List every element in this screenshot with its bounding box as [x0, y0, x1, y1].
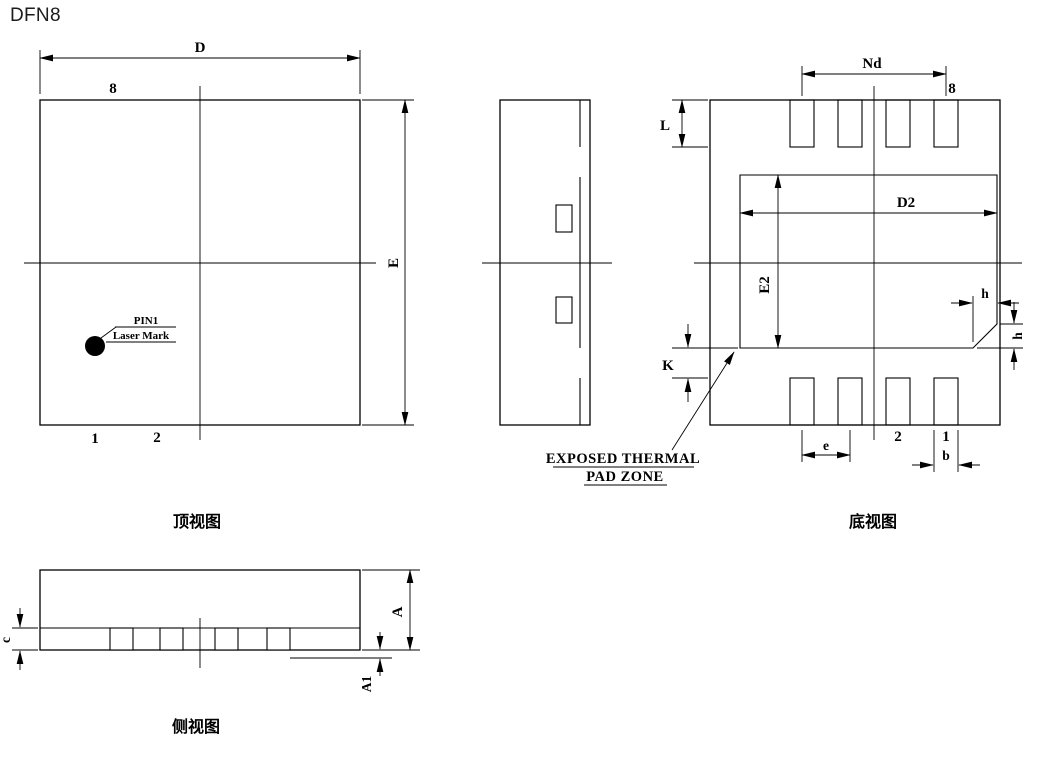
pin1-dot-icon [85, 336, 105, 356]
profile-pin [555, 296, 573, 324]
dimension-D: D [39, 40, 361, 94]
bottom-view: Nd 8 L D2 E2 h [546, 56, 1025, 531]
dim-label-e: e [823, 438, 829, 453]
dim-label-D2: D2 [897, 195, 915, 211]
dimension-A1: A1 [359, 632, 384, 693]
pin1-leader-line [100, 326, 117, 339]
thermal-pad [739, 174, 998, 349]
top-view-caption: 顶视图 [173, 512, 221, 531]
thermal-pad-note: EXPOSED THERMAL PAD ZONE [546, 351, 735, 486]
pin-pad [159, 627, 184, 651]
bottom-view-centerlines [694, 86, 1022, 440]
dimension-c: c [0, 608, 38, 670]
dimension-D2: D2 [739, 195, 998, 217]
pin1-mark-subtitle: Laser Mark [113, 330, 170, 342]
top-view-pin8-number: 8 [109, 81, 117, 97]
dim-label-E2: E2 [757, 276, 773, 294]
bottom-view-pin2-number: 2 [894, 429, 902, 445]
dim-label-E: E [386, 258, 402, 268]
pin-pad [789, 99, 815, 148]
dimension-h-top: h [951, 286, 1019, 342]
thermal-note-line2: PAD ZONE [586, 469, 663, 485]
bottom-view-caption: 底视图 [849, 512, 897, 531]
dim-label-h-top: h [981, 286, 989, 301]
dim-label-A1: A1 [359, 676, 374, 693]
pin-pad [109, 627, 134, 651]
dimension-K: K [662, 324, 738, 402]
dimension-b: b [912, 430, 980, 472]
dimension-E2: E2 [757, 174, 782, 349]
dimension-e: e [801, 430, 851, 462]
bottom-view-package-outline [709, 99, 1001, 426]
dimension-L: L [660, 99, 708, 148]
pin-pad [885, 99, 911, 148]
dimension-h-side: h [977, 302, 1025, 370]
dim-label-A: A [390, 606, 406, 617]
pin1-mark-title: PIN1 [134, 315, 158, 327]
bottom-view-top-pins [789, 99, 959, 148]
pin-pad [214, 627, 239, 651]
pin-pad [933, 99, 959, 148]
profile-outline [499, 99, 591, 426]
profile-pin [555, 204, 573, 233]
pin-pad [837, 99, 863, 148]
top-view-pin2-number: 2 [153, 430, 161, 446]
side-view-caption: 侧视图 [172, 717, 220, 736]
dimension-Nd: Nd [801, 56, 947, 96]
dim-label-Nd: Nd [862, 56, 882, 72]
dimension-E: E [362, 99, 414, 426]
dim-label-b: b [942, 448, 950, 463]
profile-view [482, 99, 612, 426]
thermal-note-line1: EXPOSED THERMAL [546, 451, 700, 467]
bottom-view-bottom-pins [789, 377, 959, 426]
thermal-note-leader-line [671, 351, 735, 451]
pin-pad [789, 377, 815, 426]
drawing-title: DFN8 [10, 5, 61, 26]
bottom-view-pin8-number: 8 [948, 81, 956, 97]
pin-pad [933, 377, 959, 426]
dim-label-L: L [660, 118, 670, 134]
pin-pad [266, 627, 291, 651]
dim-label-c: c [0, 637, 13, 643]
pin-pad [837, 377, 863, 426]
side-view-pins [109, 627, 291, 651]
dim-label-D: D [195, 40, 206, 56]
dim-label-h-side: h [1010, 332, 1025, 340]
top-view: D E 8 PIN1 Laser Mark 1 2 顶视图 [24, 40, 414, 531]
top-view-pin1-number: 1 [91, 431, 99, 447]
side-view: A A1 c 侧视图 [0, 569, 420, 736]
pin1-marker: PIN1 Laser Mark [85, 315, 176, 356]
pin-pad [885, 377, 911, 426]
top-view-centerlines [24, 86, 376, 440]
bottom-view-pin1-number: 1 [942, 429, 950, 445]
dimension-A: A [362, 569, 420, 651]
dim-label-K: K [662, 358, 674, 374]
